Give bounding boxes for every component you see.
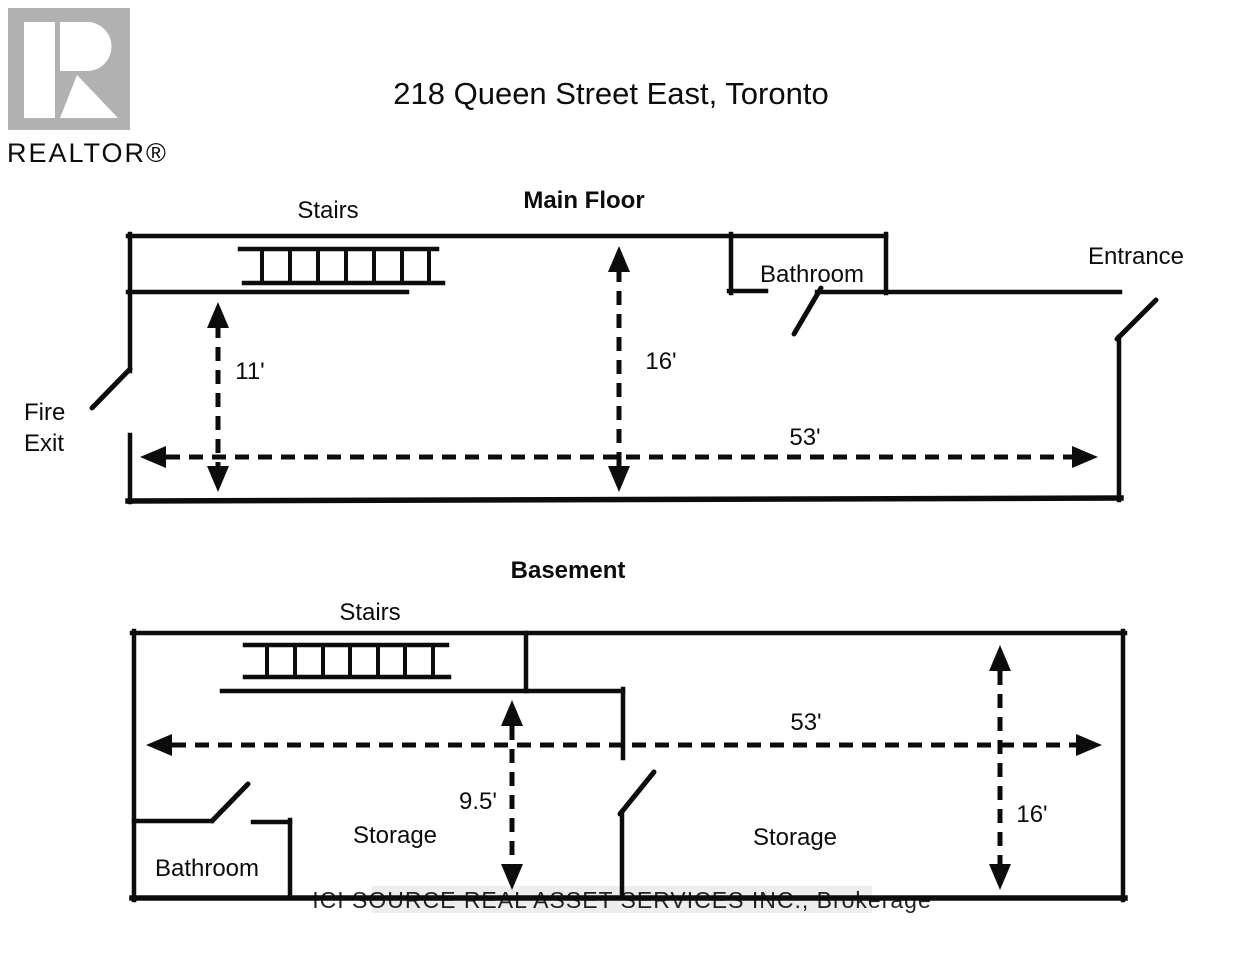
main-floor-stairs-label: Stairs — [297, 197, 358, 224]
realtor-logo-wordmark: REALTOR® — [7, 138, 168, 168]
fire-exit-label-line2: Exit — [24, 430, 64, 457]
basement-stairs-icon — [242, 642, 452, 680]
basement-storage-right-label: Storage — [753, 824, 837, 851]
page-title: 218 Queen Street East, Toronto — [393, 76, 828, 111]
entrance-door-swing — [1114, 297, 1159, 342]
realtor-logo-r-leg — [60, 75, 118, 118]
fire-exit-door-swing — [89, 366, 133, 411]
main-dim-16ft-label: 16' — [645, 348, 676, 375]
main-floor-title: Main Floor — [523, 187, 644, 214]
basement-dim-16ft-label: 16' — [1016, 801, 1047, 828]
basement-dim-53ft: 53' — [146, 709, 1102, 756]
basement-title: Basement — [511, 557, 626, 584]
main-floor-walls — [125, 231, 1124, 505]
basement-walls — [129, 628, 1128, 903]
main-floor-stairs-icon — [237, 246, 446, 286]
realtor-logo-r-stem — [24, 22, 55, 118]
main-floor-dim-16ft: 16' — [608, 246, 677, 492]
basement-divider-door-swing — [617, 769, 657, 817]
main-floor-dim-11ft: 11' — [207, 302, 265, 492]
basement-stairs-label: Stairs — [339, 599, 400, 626]
basement-dim-16ft: 16' — [989, 645, 1048, 890]
basement-dim-53ft-label: 53' — [790, 709, 821, 736]
basement-bathroom-door-swing — [209, 781, 251, 824]
main-dim-53ft-label: 53' — [789, 424, 820, 451]
realtor-logo-icon: REALTOR® — [7, 8, 168, 168]
basement-dim-9-5ft-label: 9.5' — [459, 788, 497, 815]
main-floor-bathroom: Bathroom — [726, 231, 889, 337]
main-floor-dim-53ft: 53' — [140, 424, 1098, 468]
entrance-label: Entrance — [1088, 243, 1184, 270]
basement-bathroom-label: Bathroom — [155, 855, 259, 882]
main-dim-11ft-label: 11' — [235, 358, 265, 385]
basement-dim-9-5ft: 9.5' — [459, 700, 523, 890]
realtor-logo-r-bowl — [60, 22, 112, 71]
main-floor-plan: Main Floor Stairs — [24, 187, 1184, 505]
main-bathroom-label: Bathroom — [760, 261, 864, 288]
fire-exit-label-line1: Fire — [24, 399, 65, 426]
main-bathroom-door-swing — [791, 285, 824, 337]
basement-bathroom: Bathroom — [131, 781, 293, 901]
basement-storage-left-label: Storage — [353, 822, 437, 849]
basement-plan: Basement Stairs — [129, 557, 1128, 903]
